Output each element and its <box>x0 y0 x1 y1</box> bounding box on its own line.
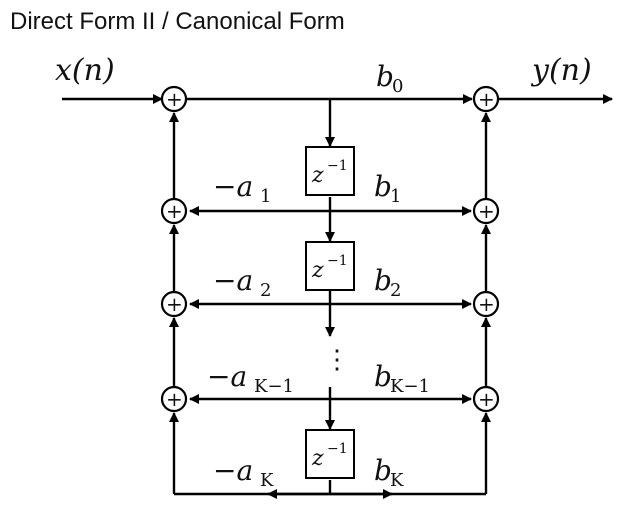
adder-right-k-1: + <box>472 385 500 413</box>
svg-text:b: b <box>374 170 392 203</box>
svg-text:+: + <box>166 87 183 111</box>
svg-text:+: + <box>478 199 495 223</box>
coef-a1: −a 1 <box>213 170 271 207</box>
svg-text:2: 2 <box>390 280 401 301</box>
delay-label: z <box>311 258 324 283</box>
svg-text:+: + <box>478 292 495 316</box>
coef-b0: b 0 <box>376 60 403 97</box>
input-signal-label: x(n) <box>55 53 115 88</box>
svg-text:−a: −a <box>207 360 247 393</box>
svg-text:+: + <box>166 199 183 223</box>
svg-text:b: b <box>374 264 392 297</box>
delay-block-1: z −1 <box>305 146 355 196</box>
delay-block-2: z −1 <box>305 241 355 291</box>
diagram-title: Direct Form II / Canonical Form <box>10 8 345 35</box>
svg-text:2: 2 <box>260 280 271 301</box>
adder-left-1: + <box>160 197 188 225</box>
coef-a2: −a 2 <box>213 264 271 301</box>
coef-b2: b 2 <box>374 264 401 301</box>
delay-exponent: −1 <box>327 441 348 457</box>
adder-left-k-1: + <box>160 385 188 413</box>
svg-text:1: 1 <box>260 186 271 207</box>
delay-block-k: z −1 <box>305 429 355 479</box>
svg-text:+: + <box>166 387 183 411</box>
coef-ak: −a K <box>213 454 274 491</box>
adder-left-0: + <box>160 85 188 113</box>
svg-text:b: b <box>374 360 392 393</box>
adder-right-1: + <box>472 197 500 225</box>
svg-text:−a: −a <box>213 264 253 297</box>
svg-text:+: + <box>478 387 495 411</box>
delay-label: z <box>311 446 324 471</box>
svg-text:b: b <box>376 60 394 93</box>
svg-text:K: K <box>390 470 404 491</box>
svg-text:−a: −a <box>213 454 253 487</box>
coef-ak-1: −a K−1 <box>207 360 294 397</box>
svg-text:K−1: K−1 <box>254 376 294 397</box>
coef-b1: b 1 <box>374 170 401 207</box>
delay-exponent: −1 <box>327 158 348 174</box>
svg-text:K: K <box>260 470 274 491</box>
ellipsis: ⋮ <box>324 345 350 375</box>
adder-left-2: + <box>160 290 188 318</box>
delay-label: z <box>311 163 324 188</box>
svg-text:1: 1 <box>390 186 401 207</box>
adder-right-0: + <box>472 85 500 113</box>
svg-text:−a: −a <box>213 170 253 203</box>
adder-right-2: + <box>472 290 500 318</box>
coef-bk-1: b K−1 <box>374 360 430 397</box>
svg-text:+: + <box>478 87 495 111</box>
svg-text:+: + <box>166 292 183 316</box>
svg-text:K−1: K−1 <box>390 376 430 397</box>
coef-bk: b K <box>374 454 404 491</box>
delay-exponent: −1 <box>327 253 348 269</box>
svg-text:0: 0 <box>392 76 403 97</box>
svg-text:b: b <box>374 454 392 487</box>
output-signal-label: y(n) <box>530 53 592 88</box>
